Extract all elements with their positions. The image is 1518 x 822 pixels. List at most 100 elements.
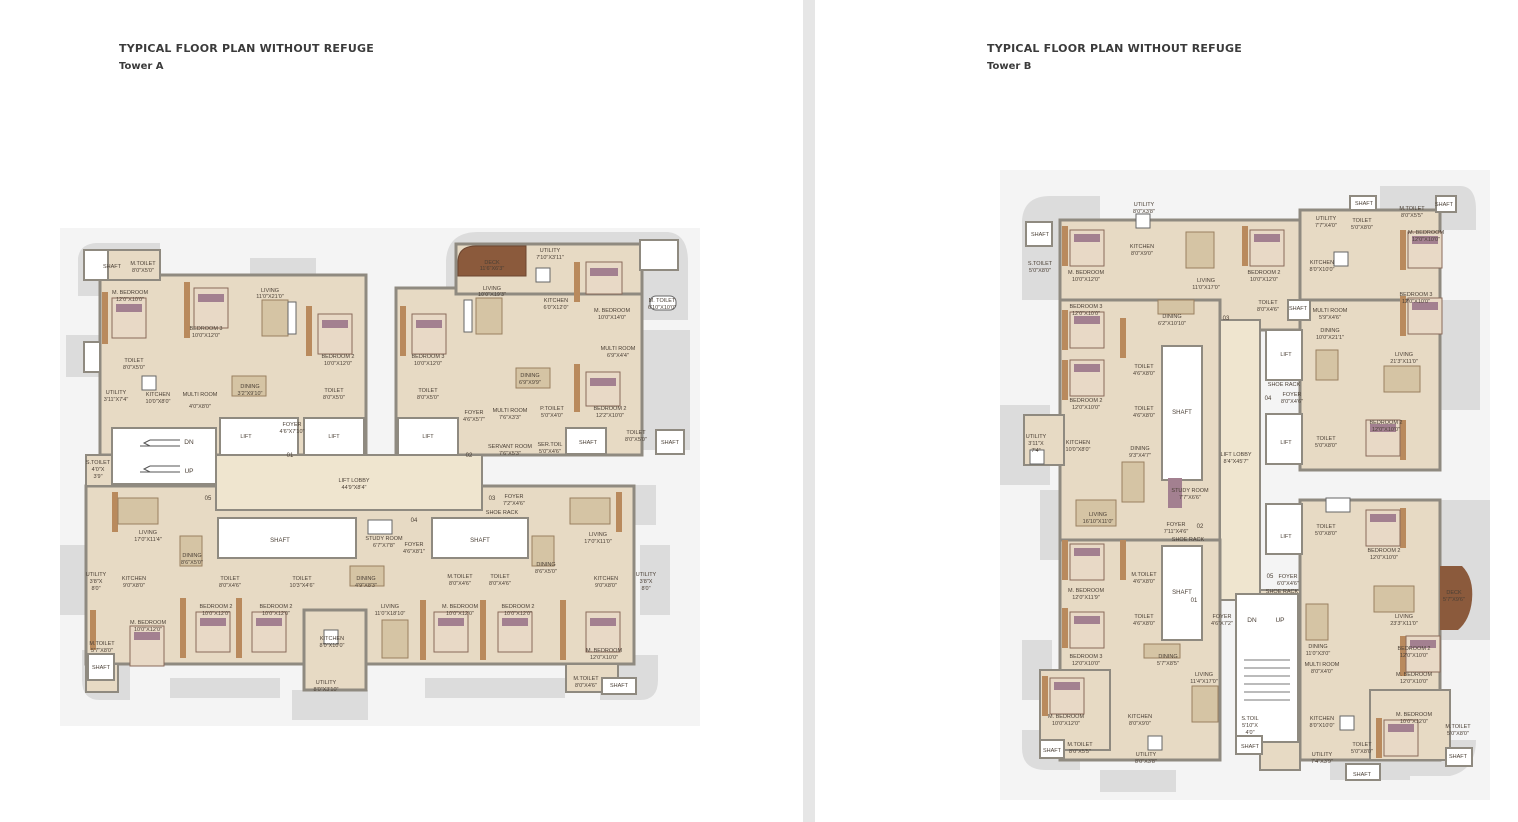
label: BEDROOM 2 bbox=[1369, 420, 1402, 426]
label: MULTI ROOM bbox=[183, 392, 218, 398]
label: BEDROOM 2 bbox=[1367, 548, 1400, 554]
tower-b-title: TYPICAL FLOOR PLAN WITHOUT REFUGE bbox=[987, 42, 1242, 55]
label: UTILITY bbox=[1134, 202, 1155, 208]
label: 3'11"X7'4" bbox=[104, 397, 129, 403]
label: M. BEDROOM bbox=[1408, 230, 1444, 236]
label: 5'0"X8'0" bbox=[1351, 749, 1373, 755]
label: BEDROOM 2 bbox=[259, 604, 292, 610]
label: SERVANT ROOM bbox=[488, 444, 532, 450]
label: 8'0"X3'8" bbox=[1133, 209, 1155, 215]
label: 5'7"X8'5" bbox=[1157, 661, 1179, 667]
label: SHAFT bbox=[610, 683, 629, 689]
label: 10'0"X12'0" bbox=[202, 611, 230, 617]
label: LIFT bbox=[1280, 534, 1292, 540]
label: 7'7"X6'6" bbox=[1179, 495, 1201, 501]
label: 3'8"X bbox=[90, 579, 103, 585]
label: M.TOILET bbox=[1399, 206, 1425, 212]
label: KITCHEN bbox=[1128, 714, 1152, 720]
label: KITCHEN bbox=[146, 392, 170, 398]
label: M. BEDROOM bbox=[112, 290, 148, 296]
label: 12'0"X10'0" bbox=[1402, 299, 1430, 305]
label: 5'7"X8'0" bbox=[91, 648, 113, 654]
label: 10'0"X12'0" bbox=[1400, 719, 1428, 725]
label: UTILITY bbox=[1312, 752, 1333, 758]
label: 5'0"X8'0" bbox=[1029, 268, 1051, 274]
label: M.TOILET bbox=[130, 261, 156, 267]
label: BEDROOM 3 bbox=[1069, 304, 1102, 310]
label: 04 bbox=[1265, 396, 1272, 402]
label: M. BEDROOM bbox=[1068, 270, 1104, 276]
label: SHAFT bbox=[1043, 748, 1062, 754]
label: 4'0"X8'0" bbox=[189, 404, 211, 410]
label: FOYER bbox=[283, 422, 302, 428]
label: 4'9"X8'3" bbox=[355, 583, 377, 589]
label: 10'0"X12'0" bbox=[262, 611, 290, 617]
label: KITCHEN bbox=[594, 576, 618, 582]
label: 7'7"X4'0" bbox=[1315, 223, 1337, 229]
label: P.TOILET bbox=[540, 406, 564, 412]
label: LIFT bbox=[240, 434, 252, 440]
label: 4'6"X7'10" bbox=[280, 429, 305, 435]
label: 10'0"X12'0" bbox=[504, 611, 532, 617]
label: 9'3"X4'7" bbox=[1129, 453, 1151, 459]
label: BEDROOM 2 bbox=[321, 354, 354, 360]
label: UTILITY bbox=[540, 248, 561, 254]
label: SHAFT bbox=[1172, 410, 1192, 416]
label: SHOE RACK bbox=[1172, 537, 1205, 543]
label: FOYER bbox=[405, 542, 424, 548]
label: 4'6"X8'0" bbox=[1133, 621, 1155, 627]
label: 5'0"X8'0" bbox=[1315, 531, 1337, 537]
label: UTILITY bbox=[106, 390, 127, 396]
label: M.TOILET bbox=[89, 641, 115, 647]
label: 8'0"X5'0" bbox=[323, 395, 345, 401]
label: 7'6"X5'3" bbox=[499, 451, 521, 457]
label: M. BEDROOM bbox=[442, 604, 478, 610]
label: 8'0" bbox=[91, 586, 100, 592]
label: UP bbox=[184, 468, 193, 475]
label: DN bbox=[1247, 617, 1257, 624]
label: 03 bbox=[1223, 316, 1230, 322]
label: 6'7"X7'8" bbox=[373, 543, 395, 549]
label: 03 bbox=[489, 496, 496, 502]
label: 17'0"X11'4" bbox=[134, 537, 162, 543]
label: M. BEDROOM bbox=[1396, 672, 1432, 678]
label: 10'0"X8'0" bbox=[1066, 447, 1091, 453]
label: 10'0"X12'0" bbox=[1072, 277, 1100, 283]
label: TOILET bbox=[1352, 742, 1372, 748]
page-divider bbox=[803, 0, 815, 822]
label: KITCHEN bbox=[122, 576, 146, 582]
label: FOYER bbox=[1167, 522, 1186, 528]
label: 5'0"X8'0" bbox=[1315, 443, 1337, 449]
label: LIVING bbox=[589, 532, 607, 538]
label: 5'0"X8'0" bbox=[1351, 225, 1373, 231]
label: SHAFT bbox=[92, 665, 111, 671]
label: 12'0"X10'0" bbox=[116, 297, 144, 303]
label: STUDY ROOM bbox=[365, 536, 403, 542]
label: TOILET bbox=[324, 388, 344, 394]
label: 5'9"X4'6" bbox=[1319, 315, 1341, 321]
tower-b-page: TYPICAL FLOOR PLAN WITHOUT REFUGE Tower … bbox=[815, 0, 1518, 822]
label: BEDROOM 3 bbox=[1399, 292, 1432, 298]
tower-b-subtitle: Tower B bbox=[987, 61, 1032, 72]
label: SHAFT bbox=[470, 538, 490, 544]
label: M. BEDROOM bbox=[130, 620, 166, 626]
label: 4'6"X8'1" bbox=[403, 549, 425, 555]
label: SHAFT bbox=[579, 440, 598, 446]
label: 8'0"X5'0" bbox=[132, 268, 154, 274]
label: 8'0"X4'6" bbox=[219, 583, 241, 589]
label: MULTI ROOM bbox=[493, 408, 528, 414]
label: KITCHEN bbox=[1310, 716, 1334, 722]
label: 11'4"X17'0" bbox=[1190, 679, 1218, 685]
label: DINING bbox=[520, 373, 539, 379]
label: DINING bbox=[182, 553, 201, 559]
label: 05 bbox=[205, 496, 212, 502]
label: M. BEDROOM bbox=[594, 308, 630, 314]
label: LIFT bbox=[328, 434, 340, 440]
label: 7'11"X4'6" bbox=[1164, 529, 1189, 535]
label: SHAFT bbox=[1031, 232, 1050, 238]
label: 6'10"X10'0" bbox=[648, 305, 676, 311]
label: 8'0"X10'0" bbox=[1310, 723, 1335, 729]
label: TOILET bbox=[490, 574, 510, 580]
label: 11'0"X17'0" bbox=[1192, 285, 1220, 291]
label: TOILET bbox=[1258, 300, 1278, 306]
